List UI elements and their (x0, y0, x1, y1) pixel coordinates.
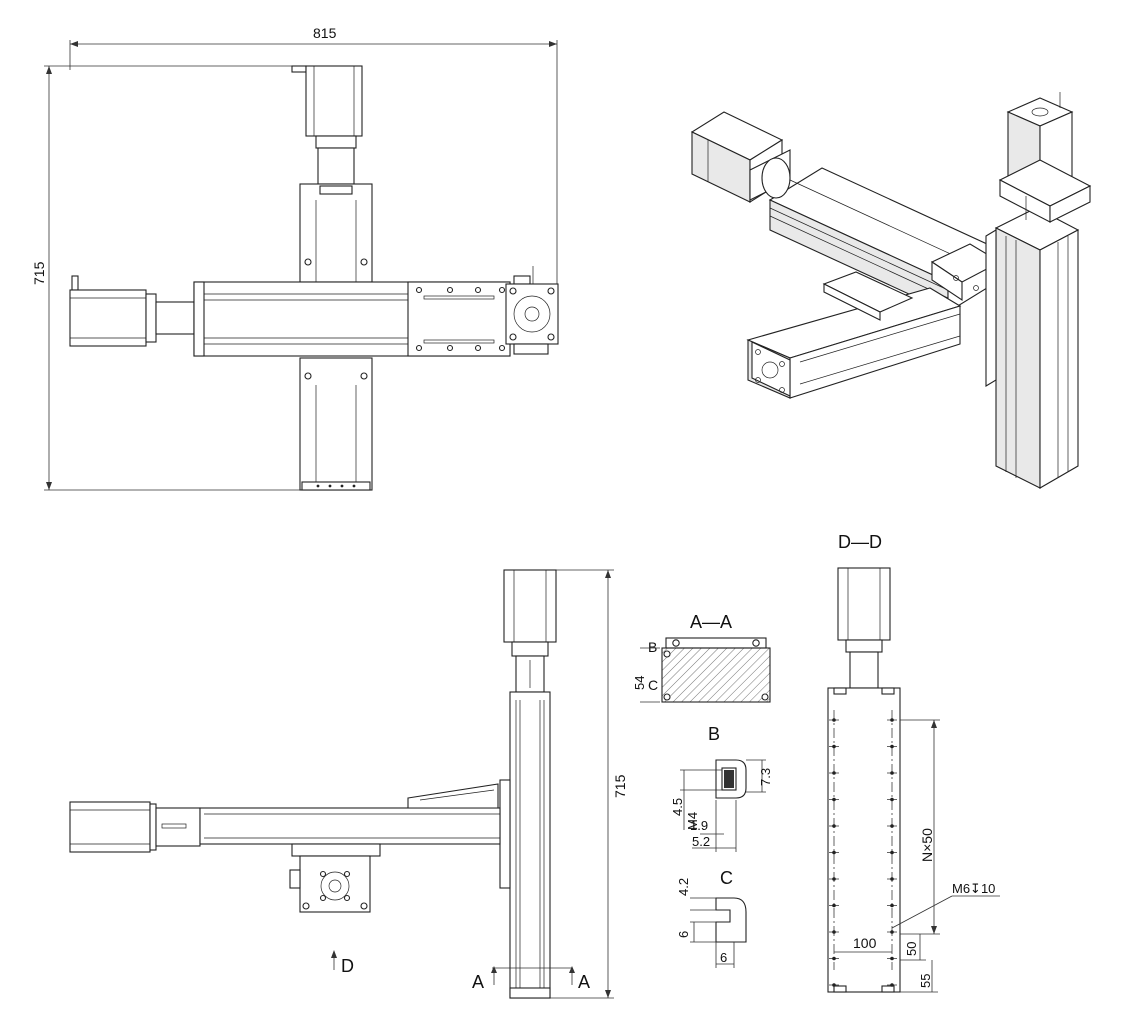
side-x-beam (69, 783, 501, 853)
dd-hole (890, 956, 894, 961)
dd-hole (832, 718, 836, 722)
dim-overall-height-plan: 715 (31, 65, 300, 491)
dd-hole (832, 797, 836, 802)
section-a-arrows: A A (472, 966, 590, 992)
dim-overall-height-side: 715 (550, 569, 628, 999)
dd-hole (890, 983, 894, 987)
dd-hole (832, 850, 836, 855)
dim-b-1-9-label: 1.9 (690, 818, 708, 833)
dim-c-6-h-label: 6 (720, 950, 727, 965)
dim-715-side-label: 715 (612, 774, 628, 798)
dim-dd-50-label: 50 (904, 942, 919, 956)
view-d-label: D (341, 956, 354, 976)
dim-b-5-2-label: 5.2 (692, 834, 710, 849)
section-dd: D—D N×50 M6↧10 100 50 55 (827, 532, 1000, 993)
side-z-column (499, 691, 551, 999)
iso-z-column (985, 207, 1080, 489)
dim-dd-hole-label: M6↧10 (952, 881, 995, 896)
section-aa: A—A B C 54 (632, 612, 771, 703)
dim-c-4-2-label: 4.2 (676, 878, 691, 896)
view-d-arrow: D (331, 950, 354, 976)
iso-left-motor (690, 111, 791, 203)
dd-hole (832, 983, 836, 987)
side-view: 715 (69, 569, 628, 999)
dd-hole (890, 824, 894, 828)
dd-hole (890, 903, 894, 908)
lower-y-module (299, 357, 373, 491)
upper-y-module (299, 183, 373, 283)
cut-a-left-label: A (472, 972, 484, 992)
side-z-motor (503, 569, 557, 693)
top-view: 815 715 (31, 25, 559, 491)
dd-hole (890, 930, 894, 934)
dd-hole-rows (829, 710, 897, 987)
dd-hole (832, 824, 836, 828)
dd-hole (890, 771, 894, 775)
detail-b-title: B (708, 724, 720, 744)
dim-dd-100-label: 100 (853, 935, 877, 951)
dim-overall-width: 815 (69, 25, 558, 290)
dd-hole (890, 744, 894, 749)
dd-hole (832, 956, 836, 961)
detail-c: C 4.2 6 6 (676, 868, 747, 968)
dim-dd-55-label: 55 (918, 974, 933, 988)
dd-hole (832, 903, 836, 908)
iso-top-motor (998, 92, 1092, 223)
detail-c-title: C (720, 868, 733, 888)
dim-54-label: 54 (632, 676, 647, 690)
x-beam (193, 281, 511, 357)
dim-c-6-v-label: 6 (676, 931, 691, 938)
cut-a-right-label: A (578, 972, 590, 992)
dim-dd-pitch-label: N×50 (919, 828, 935, 862)
dd-hole (832, 744, 836, 749)
iso-carriage (930, 243, 1002, 302)
dd-hole (832, 877, 836, 881)
dim-715-plan-label: 715 (31, 261, 47, 285)
dd-hole (890, 850, 894, 855)
iso-lower-y-module (746, 271, 962, 399)
tag-c-label: C (648, 677, 658, 693)
dd-hole (832, 771, 836, 775)
dd-hole (890, 797, 894, 802)
tag-b-label: B (648, 639, 657, 655)
right-motor (505, 266, 559, 355)
left-motor (69, 275, 195, 347)
section-dd-title: D—D (838, 532, 882, 552)
dd-hole (890, 877, 894, 881)
section-aa-title: A—A (690, 612, 732, 632)
dim-b-7-3-label: 7.3 (758, 768, 773, 786)
dim-815-label: 815 (313, 25, 337, 41)
isometric-view (690, 92, 1092, 489)
dim-b-4-5-label: 4.5 (670, 798, 685, 816)
dd-hole (832, 930, 836, 934)
top-motor (291, 65, 363, 185)
side-y-module (289, 843, 381, 913)
dim-b-m4-label: M4 (685, 812, 700, 830)
detail-b: B 4.5 M4 1.9 5.2 7.3 (670, 724, 773, 852)
dd-hole (890, 718, 894, 722)
